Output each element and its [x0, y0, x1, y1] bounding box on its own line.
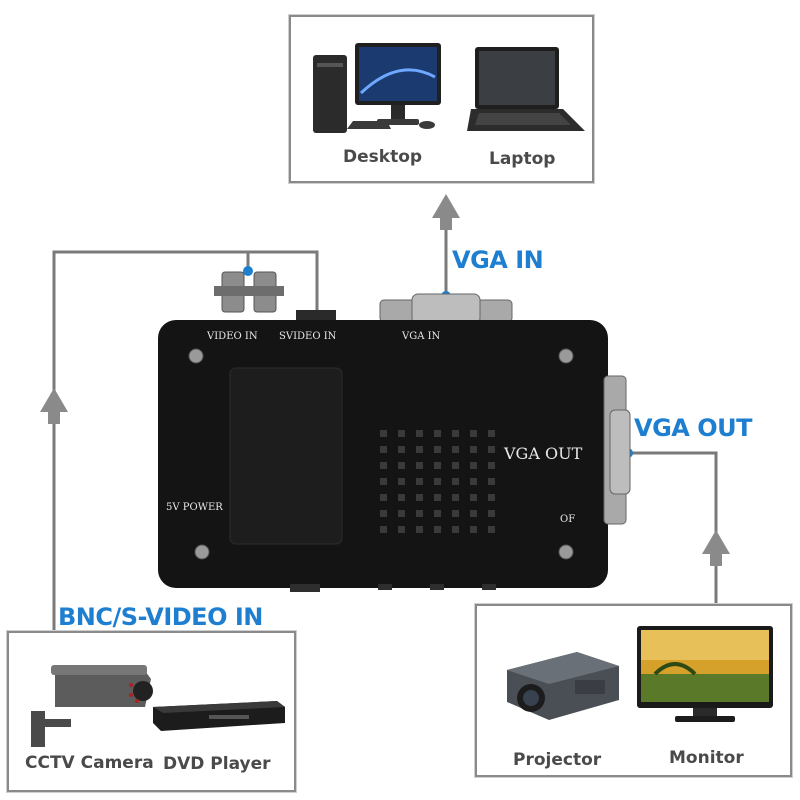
- up-arrow-icon: [432, 194, 460, 230]
- grill-hole: [398, 462, 405, 469]
- grill-hole: [452, 430, 459, 437]
- top-source-box: Desktop Laptop: [289, 15, 594, 183]
- grill-hole: [470, 478, 477, 485]
- grill-hole: [398, 430, 405, 437]
- monitor-icon: [637, 626, 773, 722]
- connector-dot: [243, 266, 253, 276]
- cctv-camera-label: CCTV Camera: [25, 753, 154, 773]
- up-arrow-icon: [702, 530, 730, 566]
- grill-hole: [398, 526, 405, 533]
- screw-icon: [188, 348, 574, 560]
- grill-hole: [452, 510, 459, 517]
- grill-hole: [452, 446, 459, 453]
- grill-hole: [488, 446, 495, 453]
- desktop-computer-icon: [313, 43, 441, 133]
- grill-hole: [488, 462, 495, 469]
- grill-hole: [380, 510, 387, 517]
- of-label: OF: [560, 514, 576, 525]
- grill-hole: [398, 494, 405, 501]
- grill-hole: [470, 510, 477, 517]
- grill-hole: [380, 446, 387, 453]
- grill-hole: [398, 478, 405, 485]
- grill-hole: [416, 510, 423, 517]
- grill-hole: [452, 478, 459, 485]
- bnc-line: [52, 250, 319, 630]
- vga-out-callout: VGA OUT: [634, 414, 752, 442]
- grill-hole: [416, 526, 423, 533]
- grill-hole: [470, 446, 477, 453]
- right-output-box: Projector Monitor: [475, 604, 792, 777]
- grill-hole: [434, 462, 441, 469]
- laptop-icon: [467, 47, 585, 131]
- grill-hole: [452, 526, 459, 533]
- grill-hole: [380, 430, 387, 437]
- grill-hole: [416, 446, 423, 453]
- laptop-label: Laptop: [489, 149, 556, 169]
- grill-hole: [434, 446, 441, 453]
- grill-hole: [452, 462, 459, 469]
- up-arrow-icon: [40, 388, 68, 424]
- monitor-label: Monitor: [669, 748, 744, 768]
- grill-hole: [488, 478, 495, 485]
- grill-hole: [470, 462, 477, 469]
- power-port-label: 5V POWER: [166, 502, 223, 513]
- vga-in-port-label: VGA IN: [402, 331, 441, 342]
- converter-box: [158, 271, 631, 592]
- grill-hole: [380, 526, 387, 533]
- left-source-box: CCTV Camera DVD Player: [7, 631, 296, 792]
- dvd-player-label: DVD Player: [163, 754, 271, 774]
- vga-out-port-label: VGA OUT: [504, 444, 583, 463]
- cctv-camera-icon: [31, 665, 153, 747]
- grill-hole: [470, 526, 477, 533]
- grill-hole: [398, 510, 405, 517]
- grill-hole: [416, 478, 423, 485]
- grill-hole: [452, 494, 459, 501]
- grill-hole: [398, 446, 405, 453]
- grill-hole: [488, 494, 495, 501]
- grill-hole: [434, 510, 441, 517]
- grill-hole: [416, 494, 423, 501]
- grill-hole: [488, 430, 495, 437]
- grill-hole: [416, 462, 423, 469]
- vga-in-callout: VGA IN: [452, 246, 544, 274]
- grill-hole: [416, 430, 423, 437]
- grill-hole: [434, 430, 441, 437]
- speaker-grill: [380, 430, 495, 533]
- grill-hole: [380, 494, 387, 501]
- svideo-in-port-label: SVIDEO IN: [279, 331, 337, 342]
- projector-label: Projector: [513, 750, 602, 770]
- grill-hole: [434, 494, 441, 501]
- grill-hole: [434, 526, 441, 533]
- grill-hole: [470, 430, 477, 437]
- grill-hole: [380, 478, 387, 485]
- video-in-port-label: VIDEO IN: [207, 331, 258, 342]
- desktop-label: Desktop: [343, 147, 423, 167]
- vga-out-line: [628, 451, 718, 604]
- dvd-player-icon: [153, 701, 285, 731]
- grill-hole: [470, 494, 477, 501]
- grill-hole: [488, 510, 495, 517]
- grill-hole: [434, 478, 441, 485]
- grill-hole: [380, 462, 387, 469]
- projector-icon: [507, 652, 619, 720]
- bnc-svideo-in-callout: BNC/S-VIDEO IN: [58, 603, 263, 631]
- grill-hole: [488, 526, 495, 533]
